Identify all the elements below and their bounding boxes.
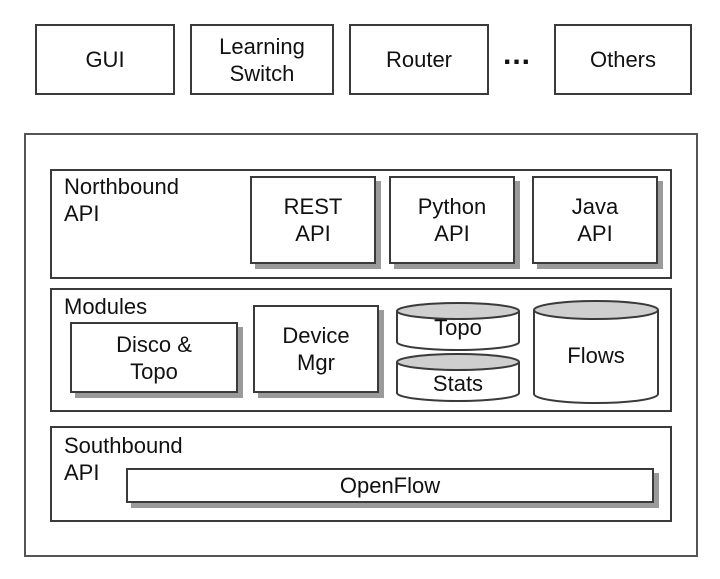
device-mgr-line2: Mgr — [297, 350, 335, 375]
openflow-box: OpenFlow — [126, 468, 654, 503]
router-app-label: Router — [385, 47, 453, 72]
southbound-label-line2: API — [64, 460, 100, 485]
southbound-label-line1: Southbound — [64, 433, 183, 458]
disco-topo-line2: Topo — [130, 358, 178, 384]
ellipsis: ... — [503, 38, 532, 71]
disco-topo-line1: Disco & — [116, 331, 192, 357]
stats-database-cylinder: Stats — [396, 353, 520, 403]
topo-cylinder-shape — [396, 302, 520, 351]
gui-app-label: GUI — [85, 47, 125, 72]
topo-database-cylinder: Topo — [396, 302, 520, 352]
java-api-box: Java API — [532, 176, 658, 264]
device-mgr-line1: Device — [282, 323, 350, 348]
flows-cylinder-shape — [533, 300, 659, 404]
rest-api-line1: REST — [283, 194, 343, 219]
rest-api-box: REST API — [250, 176, 376, 264]
router-app-box: Router — [349, 24, 489, 95]
northbound-label-line1: Northbound — [64, 174, 179, 199]
southbound-api-label: Southbound API — [64, 432, 183, 486]
learning-switch-app-box: Learning Switch — [190, 24, 334, 95]
learning-switch-label-line1: Learning — [219, 33, 305, 59]
flows-database-cylinder: Flows — [533, 300, 659, 404]
rest-api-line2: API — [295, 221, 331, 246]
flows-label: Flows — [567, 343, 625, 368]
others-app-box: Others — [554, 24, 692, 95]
java-api-line1: Java — [571, 194, 619, 219]
stats-cylinder-shape — [396, 353, 520, 402]
modules-label: Modules — [64, 294, 148, 319]
gui-app-box: GUI — [35, 24, 175, 95]
stats-label: Stats — [432, 371, 484, 396]
openflow-label: OpenFlow — [339, 473, 441, 498]
others-app-label: Others — [589, 47, 657, 72]
northbound-api-label: Northbound API — [64, 173, 179, 227]
python-api-line2: API — [434, 221, 470, 246]
java-api-line2: API — [577, 221, 613, 246]
python-api-box: Python API — [389, 176, 515, 264]
topo-label: Topo — [434, 315, 482, 340]
learning-switch-label-line2: Switch — [229, 60, 295, 86]
northbound-label-line2: API — [64, 201, 100, 226]
python-api-line1: Python — [417, 194, 487, 219]
disco-topo-module-box: Disco & Topo — [70, 322, 238, 393]
device-mgr-module-box: Device Mgr — [253, 305, 379, 393]
